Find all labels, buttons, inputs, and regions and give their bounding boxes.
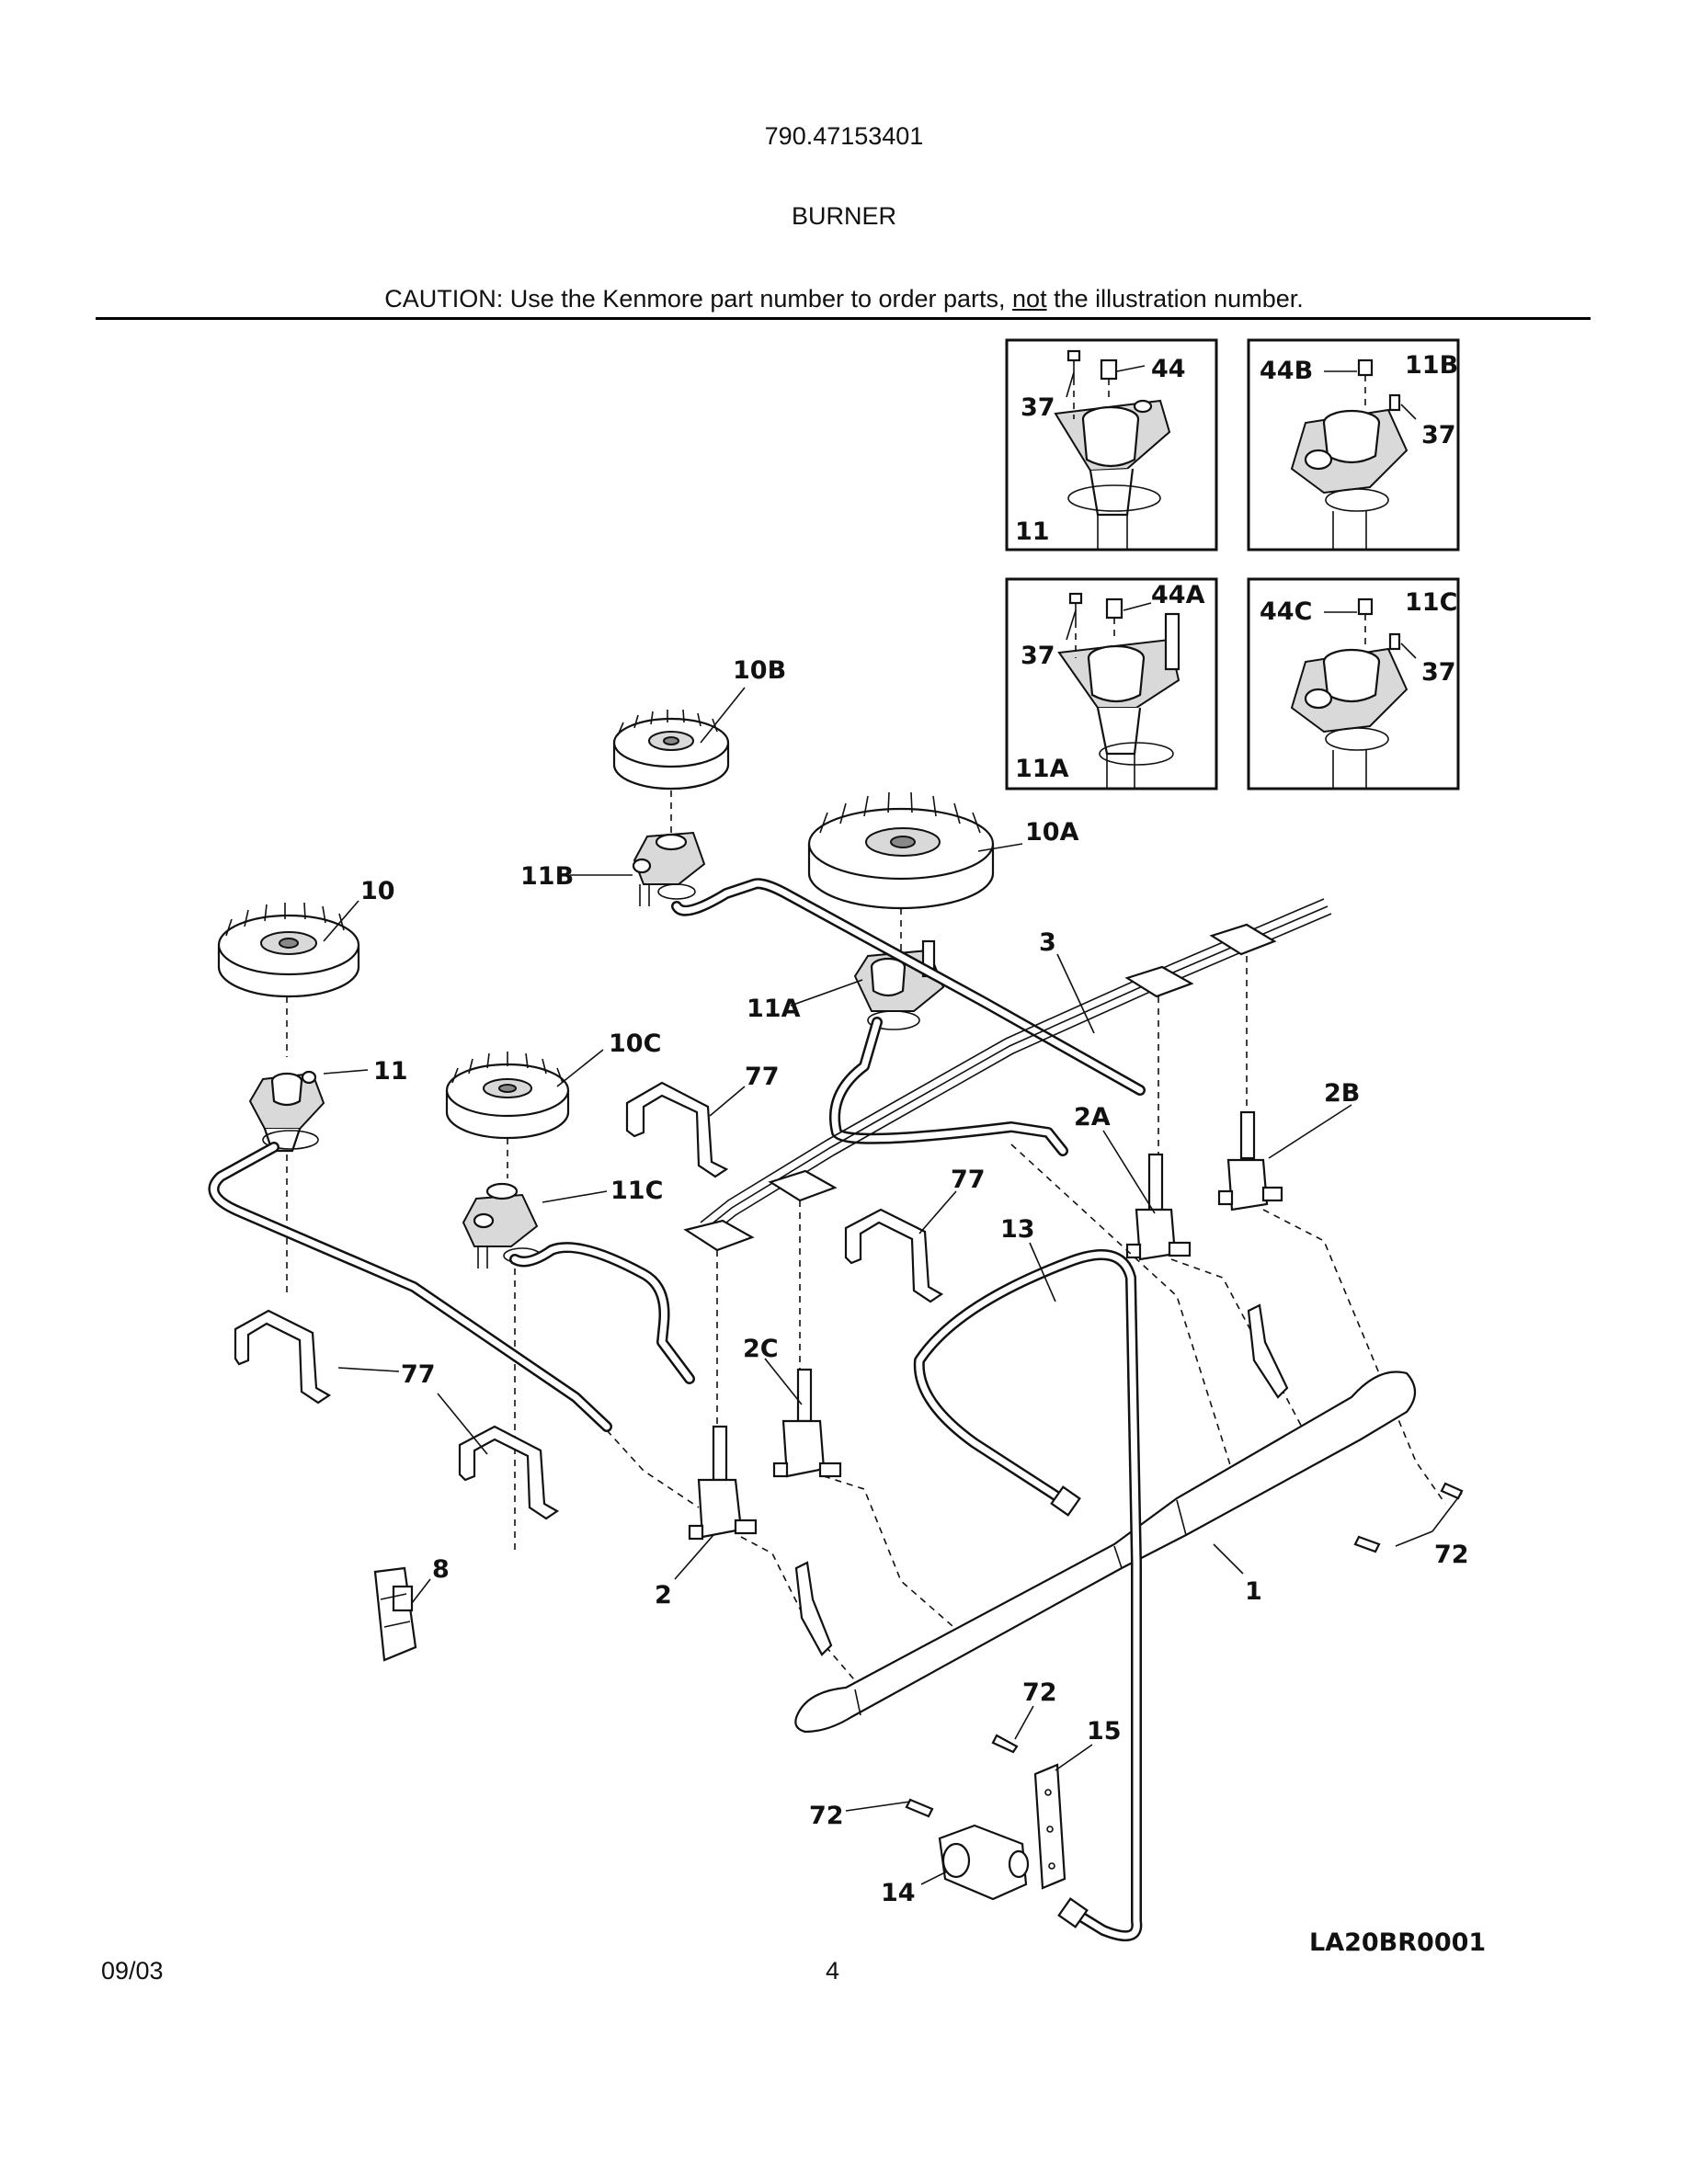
ignition-harness-3 <box>683 898 1332 1434</box>
callout-72-center: 72 <box>1022 1678 1057 1707</box>
callout-2: 2 <box>655 1581 672 1610</box>
callout-11b: 11B <box>520 862 574 891</box>
header-rule <box>96 317 1591 320</box>
footer-page-number: 4 <box>826 1957 840 1985</box>
section-title: BURNER <box>791 202 896 230</box>
inlet-tube-13 <box>913 1249 1143 1942</box>
burner-base-11 <box>248 1070 325 1296</box>
footer-date: 09/03 <box>101 1957 164 1985</box>
screws-72 <box>905 1482 1464 1818</box>
inset-11a-orifice-label: 44A <box>1151 581 1205 609</box>
inset-11-orifice-label: 44 <box>1151 355 1186 383</box>
callout-labels: 10B 10A 10 11B 3 11A 11 10C 77 2B 2A 77 … <box>360 656 1486 1957</box>
inset-box-11: 37 44 11 <box>1005 338 1218 552</box>
inset-box-11b: 44B 11B 37 <box>1247 338 1460 552</box>
callout-10a: 10A <box>1025 818 1079 847</box>
pressure-regulator-14 <box>938 1824 1030 1901</box>
callout-72-right: 72 <box>1434 1541 1469 1569</box>
callout-1: 1 <box>1245 1577 1262 1606</box>
callout-2a: 2A <box>1074 1103 1111 1132</box>
callout-72-lower: 72 <box>809 1802 844 1830</box>
burner-head-10b <box>612 709 730 833</box>
burner-base-11b <box>632 831 706 906</box>
bracket-77-upper <box>625 1081 729 1178</box>
valve-2a <box>1125 1153 1192 1261</box>
valve-2 <box>688 1425 758 1541</box>
burner-base-11c <box>462 1182 542 1553</box>
inset-11c-screw-label: 37 <box>1421 658 1456 687</box>
caution-note: CAUTION: Use the Kenmore part number to … <box>0 285 1688 313</box>
callout-11: 11 <box>373 1057 408 1086</box>
callout-10b: 10B <box>733 656 786 685</box>
inset-11b-orifice-label: 44B <box>1260 357 1313 385</box>
callout-14: 14 <box>881 1879 916 1907</box>
burner-head-10 <box>217 902 360 1057</box>
inset-11-base-label: 11 <box>1015 518 1050 546</box>
gas-tubes <box>208 878 1146 1432</box>
burner-head-10a <box>807 791 995 956</box>
inset-11-screw-label: 37 <box>1021 393 1055 422</box>
callout-11c: 11C <box>610 1177 663 1205</box>
inset-box-11c: 44C 11C 37 <box>1247 577 1460 791</box>
callout-11a: 11A <box>747 995 801 1023</box>
leader-lines <box>323 687 1463 1885</box>
caution-emphasis: not <box>1012 285 1047 313</box>
callout-15: 15 <box>1087 1717 1122 1746</box>
callout-10c: 10C <box>609 1029 661 1058</box>
inset-11a-screw-label: 37 <box>1021 642 1055 670</box>
valve-2c <box>772 1368 842 1478</box>
callout-3: 3 <box>1039 928 1056 957</box>
caution-text: CAUTION: Use the Kenmore part number to … <box>384 285 1013 313</box>
drawing-code: LA20BR0001 <box>1309 1928 1486 1957</box>
ignition-switch-8 <box>373 1566 417 1662</box>
callout-10: 10 <box>360 877 395 905</box>
callout-77-mid: 77 <box>951 1166 986 1194</box>
callout-77-left: 77 <box>401 1360 436 1389</box>
callout-77-upper: 77 <box>745 1063 780 1091</box>
inset-11b-base-label: 11B <box>1405 351 1458 380</box>
callout-2b: 2B <box>1324 1079 1360 1108</box>
inset-11b-screw-label: 37 <box>1421 421 1456 449</box>
callout-8: 8 <box>432 1555 450 1584</box>
valve-2b <box>1217 1110 1283 1211</box>
inset-11c-orifice-label: 44C <box>1260 597 1312 626</box>
inset-box-11a: 37 44A 11A <box>1005 577 1218 791</box>
manifold-pipe-1 <box>794 1303 1417 1734</box>
caution-text-end: the illustration number. <box>1046 285 1304 313</box>
callout-13: 13 <box>1000 1215 1035 1244</box>
callout-2c: 2C <box>743 1335 779 1363</box>
bracket-77-left <box>234 1309 332 1405</box>
bracket-77-lower <box>458 1425 560 1520</box>
bracket-77-mid <box>844 1208 944 1303</box>
inset-11c-base-label: 11C <box>1405 588 1457 617</box>
burner-head-10c <box>445 1052 570 1178</box>
model-number: 790.47153401 <box>764 122 924 150</box>
regulator-bracket-15 <box>1033 1763 1066 1890</box>
inset-11a-base-label: 11A <box>1015 755 1069 783</box>
